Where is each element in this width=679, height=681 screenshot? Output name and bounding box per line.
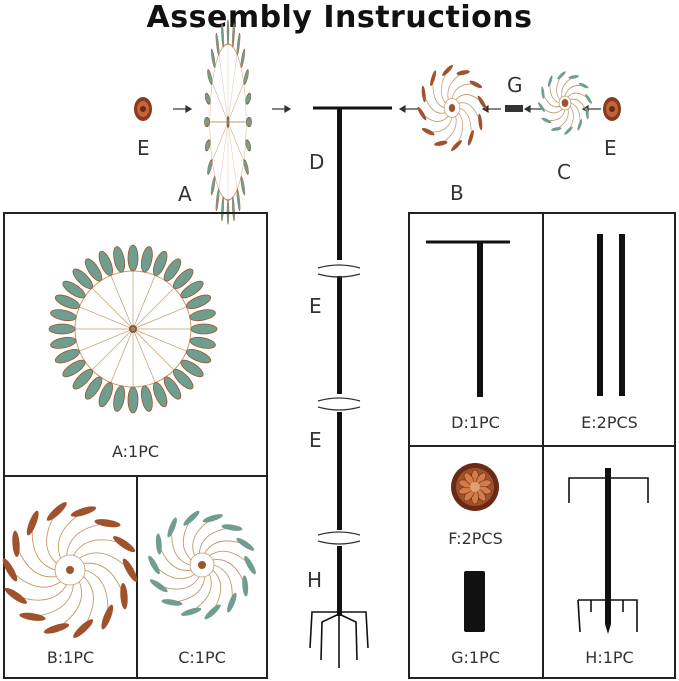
part-f-medallion [451, 463, 499, 511]
pole-segment-e1 [337, 276, 342, 394]
pole-label-h: H [307, 568, 323, 592]
arrow-c-to-g [523, 104, 543, 114]
pole-segment-d [337, 108, 342, 260]
coupler-g-small [505, 105, 523, 112]
spinner-b-top-view [417, 64, 487, 152]
spinner-c-top-view [538, 71, 592, 135]
label-e-right: E [604, 136, 617, 160]
caption-a: A:1PC [111, 442, 160, 461]
part-e-illustration [597, 234, 625, 396]
caption-b: B:1PC [46, 648, 95, 667]
caption-f: F:2PCS [448, 529, 503, 548]
twist-arrow-2 [317, 397, 361, 411]
caption-c: C:1PC [178, 648, 226, 667]
ground-stake-prongs [309, 611, 369, 668]
label-a: A [178, 182, 192, 206]
part-h-rod [605, 468, 611, 624]
part-d-illustration [426, 240, 510, 397]
pole-segment-h [337, 546, 342, 616]
medallion-e-left [134, 97, 152, 121]
caption-g: G:1PC [451, 648, 500, 667]
label-c: C [557, 160, 571, 184]
arrow-e-to-a [173, 104, 193, 114]
part-g-coupler [464, 571, 485, 632]
label-g: G [507, 73, 523, 97]
label-e-left: E [137, 136, 150, 160]
spinner-a-side-view [204, 19, 252, 225]
caption-d: D:1PC [451, 413, 500, 432]
pole-label-e2: E [309, 428, 322, 452]
parts-box-c [136, 475, 268, 679]
caption-e: E:2PCS [581, 413, 638, 432]
label-b: B [450, 181, 464, 205]
pole-segment-e2 [337, 412, 342, 530]
arrow-a-to-d [272, 104, 292, 114]
medallion-e-right [603, 97, 621, 121]
caption-h: H:1PC [585, 648, 634, 667]
twist-arrow-1 [317, 264, 361, 278]
arrow-b-to-d [398, 104, 418, 114]
twist-arrow-3 [317, 531, 361, 545]
pole-label-e1: E [309, 294, 322, 318]
label-d: D [309, 150, 325, 174]
page-title: Assembly Instructions [146, 0, 533, 35]
